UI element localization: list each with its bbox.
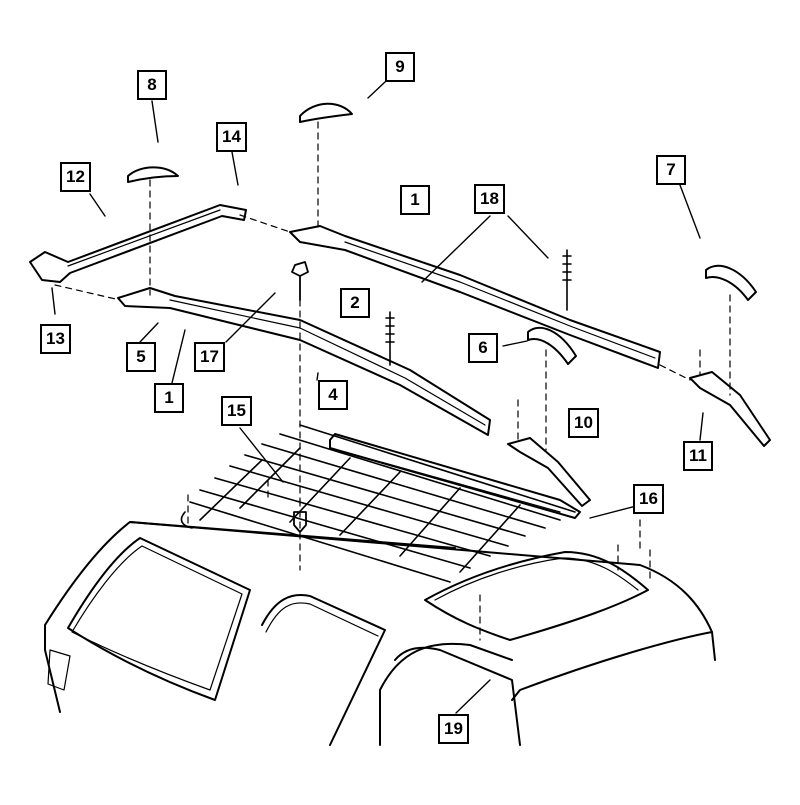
front-cross-rail: [29, 204, 247, 283]
rail-end-11: [689, 371, 771, 447]
callout-9: 9: [385, 52, 415, 82]
callout-16: 16: [633, 484, 664, 514]
callout-6: 6: [468, 333, 498, 363]
callout-1-bottom: 1: [154, 383, 184, 413]
rear-cross-rail: [117, 287, 491, 436]
callout-11: 11: [683, 441, 713, 471]
side-rail-18: [289, 225, 661, 369]
callout-15: 15: [221, 396, 252, 426]
callout-2: 2: [340, 288, 370, 318]
assembly-dashes: [54, 121, 731, 451]
callout-10: 10: [568, 408, 599, 438]
callout-19: 19: [438, 714, 469, 744]
callout-14: 14: [216, 122, 247, 152]
installed-rail: [329, 433, 581, 519]
callout-17: 17: [194, 342, 225, 372]
callout-8: 8: [137, 70, 167, 100]
callout-18: 18: [474, 184, 505, 214]
sunroof: [424, 551, 649, 641]
callout-1-top: 1: [400, 185, 430, 215]
rail-end-10: [507, 437, 591, 507]
push-pin: [291, 261, 309, 533]
vehicle-windows: [47, 537, 521, 746]
callout-5: 5: [126, 342, 156, 372]
leader-lines: [51, 81, 704, 714]
callout-12: 12: [60, 162, 91, 192]
callout-13: 13: [40, 324, 71, 354]
callout-7: 7: [656, 155, 686, 185]
end-covers: [127, 102, 757, 365]
vehicle-body: [44, 521, 716, 746]
studs: [385, 249, 572, 366]
callout-4: 4: [318, 380, 348, 410]
roof-slats: [180, 424, 576, 583]
